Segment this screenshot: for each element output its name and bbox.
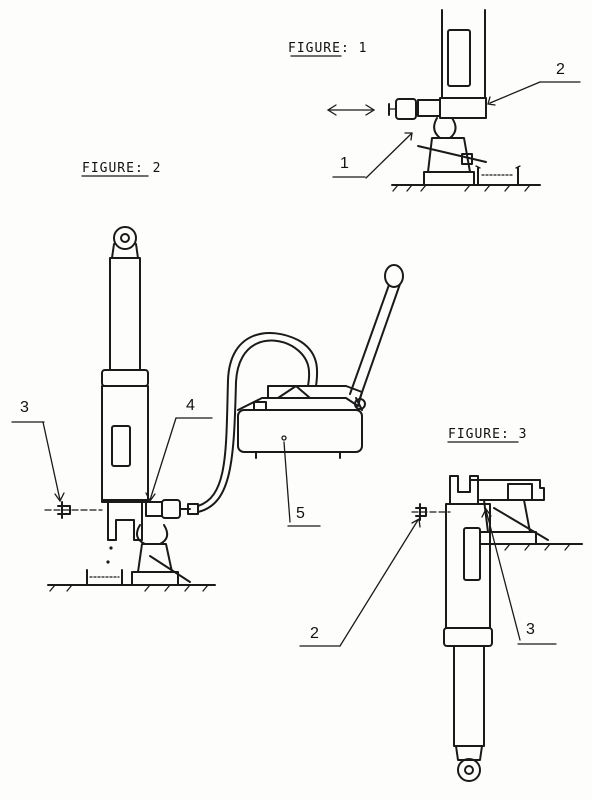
fig2-filler-cap [253,401,267,411]
fig2-drip-pan [86,569,123,586]
figure-1-title: FIGURE: 1 [288,41,367,56]
fig3-cylinder-window [463,527,481,581]
fig2-stand-handle [149,555,191,583]
fig3-collar [443,627,493,647]
fig2-fitting [145,501,163,517]
fig2-coupler [161,499,181,519]
callout-leader [149,417,177,501]
fig2-cylinder-window [111,425,131,467]
fig2-stand-base [131,571,179,586]
fig2-collar [101,369,149,387]
fig3-cylinder-body [445,503,491,629]
fig1-stand-cup [433,117,457,139]
fig1-head-block [439,97,487,119]
fig2-pump-feet [255,451,341,459]
fig3-stand-handle [493,507,549,541]
callout-label: 1 [340,155,349,172]
callout-leader [365,133,412,179]
callout-leader [283,441,291,523]
fig2-bleed-screw [57,501,71,519]
fig3-lower-tube [453,645,485,747]
fig2-pump-reservoir [237,409,363,453]
fig2-top-eye [113,226,137,250]
callout-leader [485,509,521,641]
fig1-stand-base [423,171,475,186]
callout-leader [339,519,419,647]
fig3-ground-hatch [504,543,571,551]
fig2-handle-grip [384,264,404,288]
callout-label: 2 [310,625,319,642]
fig3-head-fork [449,475,479,505]
fig3-stand-base [479,531,537,545]
fig2-hydraulic-hose [197,332,319,507]
fig3-support-bracket [469,479,545,501]
figure-1: FIGURE: 1 [288,9,581,192]
callout-leader [489,81,541,104]
fig1-stand-handle [417,145,487,163]
fig1-cylinder-window [447,29,471,87]
fig2-pump-handle [349,281,401,399]
fig1-drip-pan [477,167,519,186]
callout-label: 4 [186,397,195,414]
figure-2: FIGURE: 2 [11,161,404,592]
callout-label: 5 [296,505,305,522]
callout-label: 3 [526,621,535,638]
figure-3-title: FIGURE: 3 [448,427,527,442]
fig1-valve-knob [395,98,417,120]
drip-icon [109,546,113,550]
fig1-valve-body [417,99,441,117]
drip-icon [106,560,110,564]
fig3-bleed-screw [415,503,427,521]
fig1-cylinder-body [441,9,486,99]
figure-2-title: FIGURE: 2 [82,161,161,176]
fig3-bottom-eye [457,758,481,782]
callout-label: 3 [20,399,29,416]
figure-3: FIGURE: 3 2 3 [299,427,583,782]
fig2-cylinder-body [101,385,149,503]
callout-label: 2 [556,61,565,78]
callout-leader [42,421,61,501]
fig2-upper-tube [109,257,141,371]
